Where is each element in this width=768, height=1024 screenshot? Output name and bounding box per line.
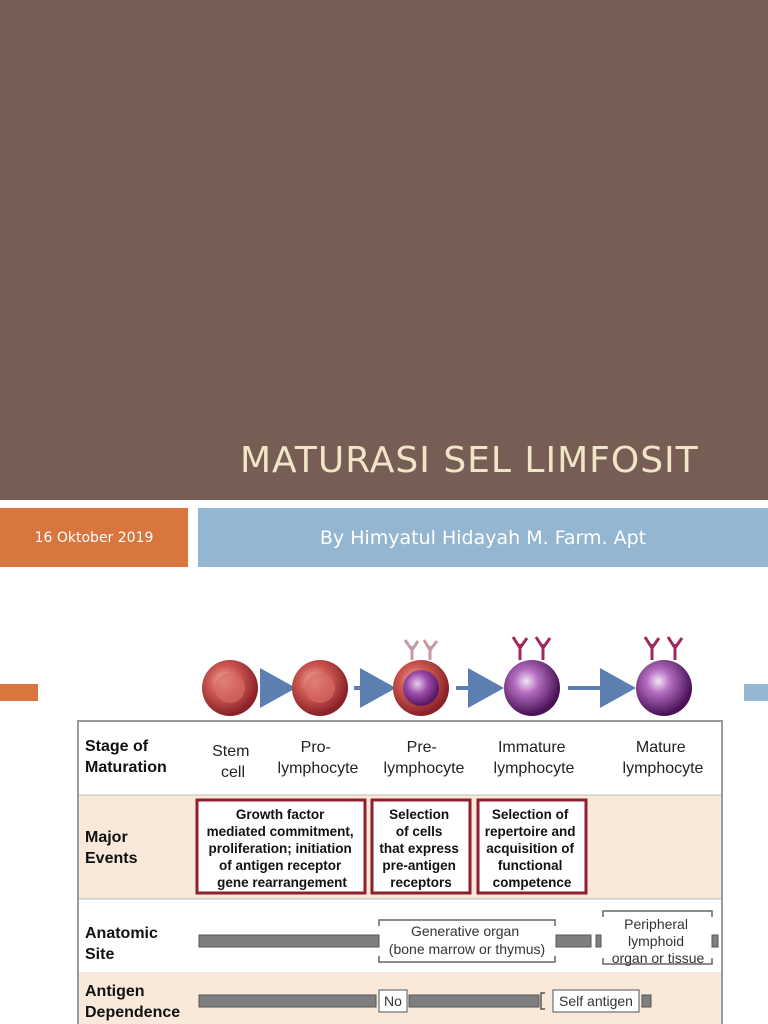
stage-immature-lymphocyte: Immature lymphocyte <box>494 739 575 777</box>
antigen-boxes <box>378 989 640 1013</box>
accent-bar-right <box>744 684 768 701</box>
event-boxes <box>195 798 588 895</box>
author-box: By Himyatul Hidayah M. Farm. Apt <box>198 508 768 567</box>
pre-lymphocyte-icon <box>393 639 449 716</box>
site-bars <box>198 934 719 948</box>
stage-pro-lymphocyte: Pro- lymphocyte <box>278 739 359 777</box>
event-repertoire-selection: Selection of repertoire and acquisition … <box>485 807 580 890</box>
table-frame <box>77 720 723 1024</box>
stage-headings: Stem cell Pro- lymphocyte Pre- lymphocyt… <box>212 739 703 781</box>
slide-date: 16 Oktober 2019 <box>34 529 154 546</box>
accent-bar-left <box>0 684 38 701</box>
immature-lymphocyte-icon <box>504 636 560 716</box>
site-brackets <box>378 910 713 965</box>
antigen-no: No <box>384 993 402 1009</box>
antigen-label: Antigen Dependence <box>85 983 180 1021</box>
slide-title: MATURASI SEL LIMFOSIT <box>240 440 699 481</box>
date-box: 16 Oktober 2019 <box>0 508 188 567</box>
stage-stem-cell: Stem cell <box>212 743 254 781</box>
row-labels: Stage of Maturation Major Events Anatomi… <box>85 738 180 1021</box>
stage-mature-lymphocyte: Mature lymphocyte <box>623 739 704 777</box>
events-label: Major Events <box>85 829 138 867</box>
site-generative-organ: Generative organ (bone marrow or thymus) <box>389 923 545 957</box>
mature-lymphocyte-icon <box>636 636 692 716</box>
title-panel <box>0 0 768 500</box>
event-pre-antigen-selection: Selection of cells that express pre-anti… <box>379 807 462 890</box>
cell-icons <box>202 636 692 716</box>
lymphocyte-maturation-figure: Stage of Maturation Major Events Anatomi… <box>77 636 723 1024</box>
antigen-bars <box>198 994 652 1008</box>
event-commitment: Growth factor mediated commitment, proli… <box>207 807 358 890</box>
slide-author: By Himyatul Hidayah M. Farm. Apt <box>319 526 647 549</box>
antigen-self: Self antigen <box>559 993 633 1009</box>
stage-pre-lymphocyte: Pre- lymphocyte <box>384 739 465 777</box>
site-peripheral-organ: Peripheral lymphoid organ or tissue <box>612 916 705 966</box>
site-label: Anatomic Site <box>85 925 162 963</box>
stage-label: Stage of Maturation <box>85 738 167 776</box>
